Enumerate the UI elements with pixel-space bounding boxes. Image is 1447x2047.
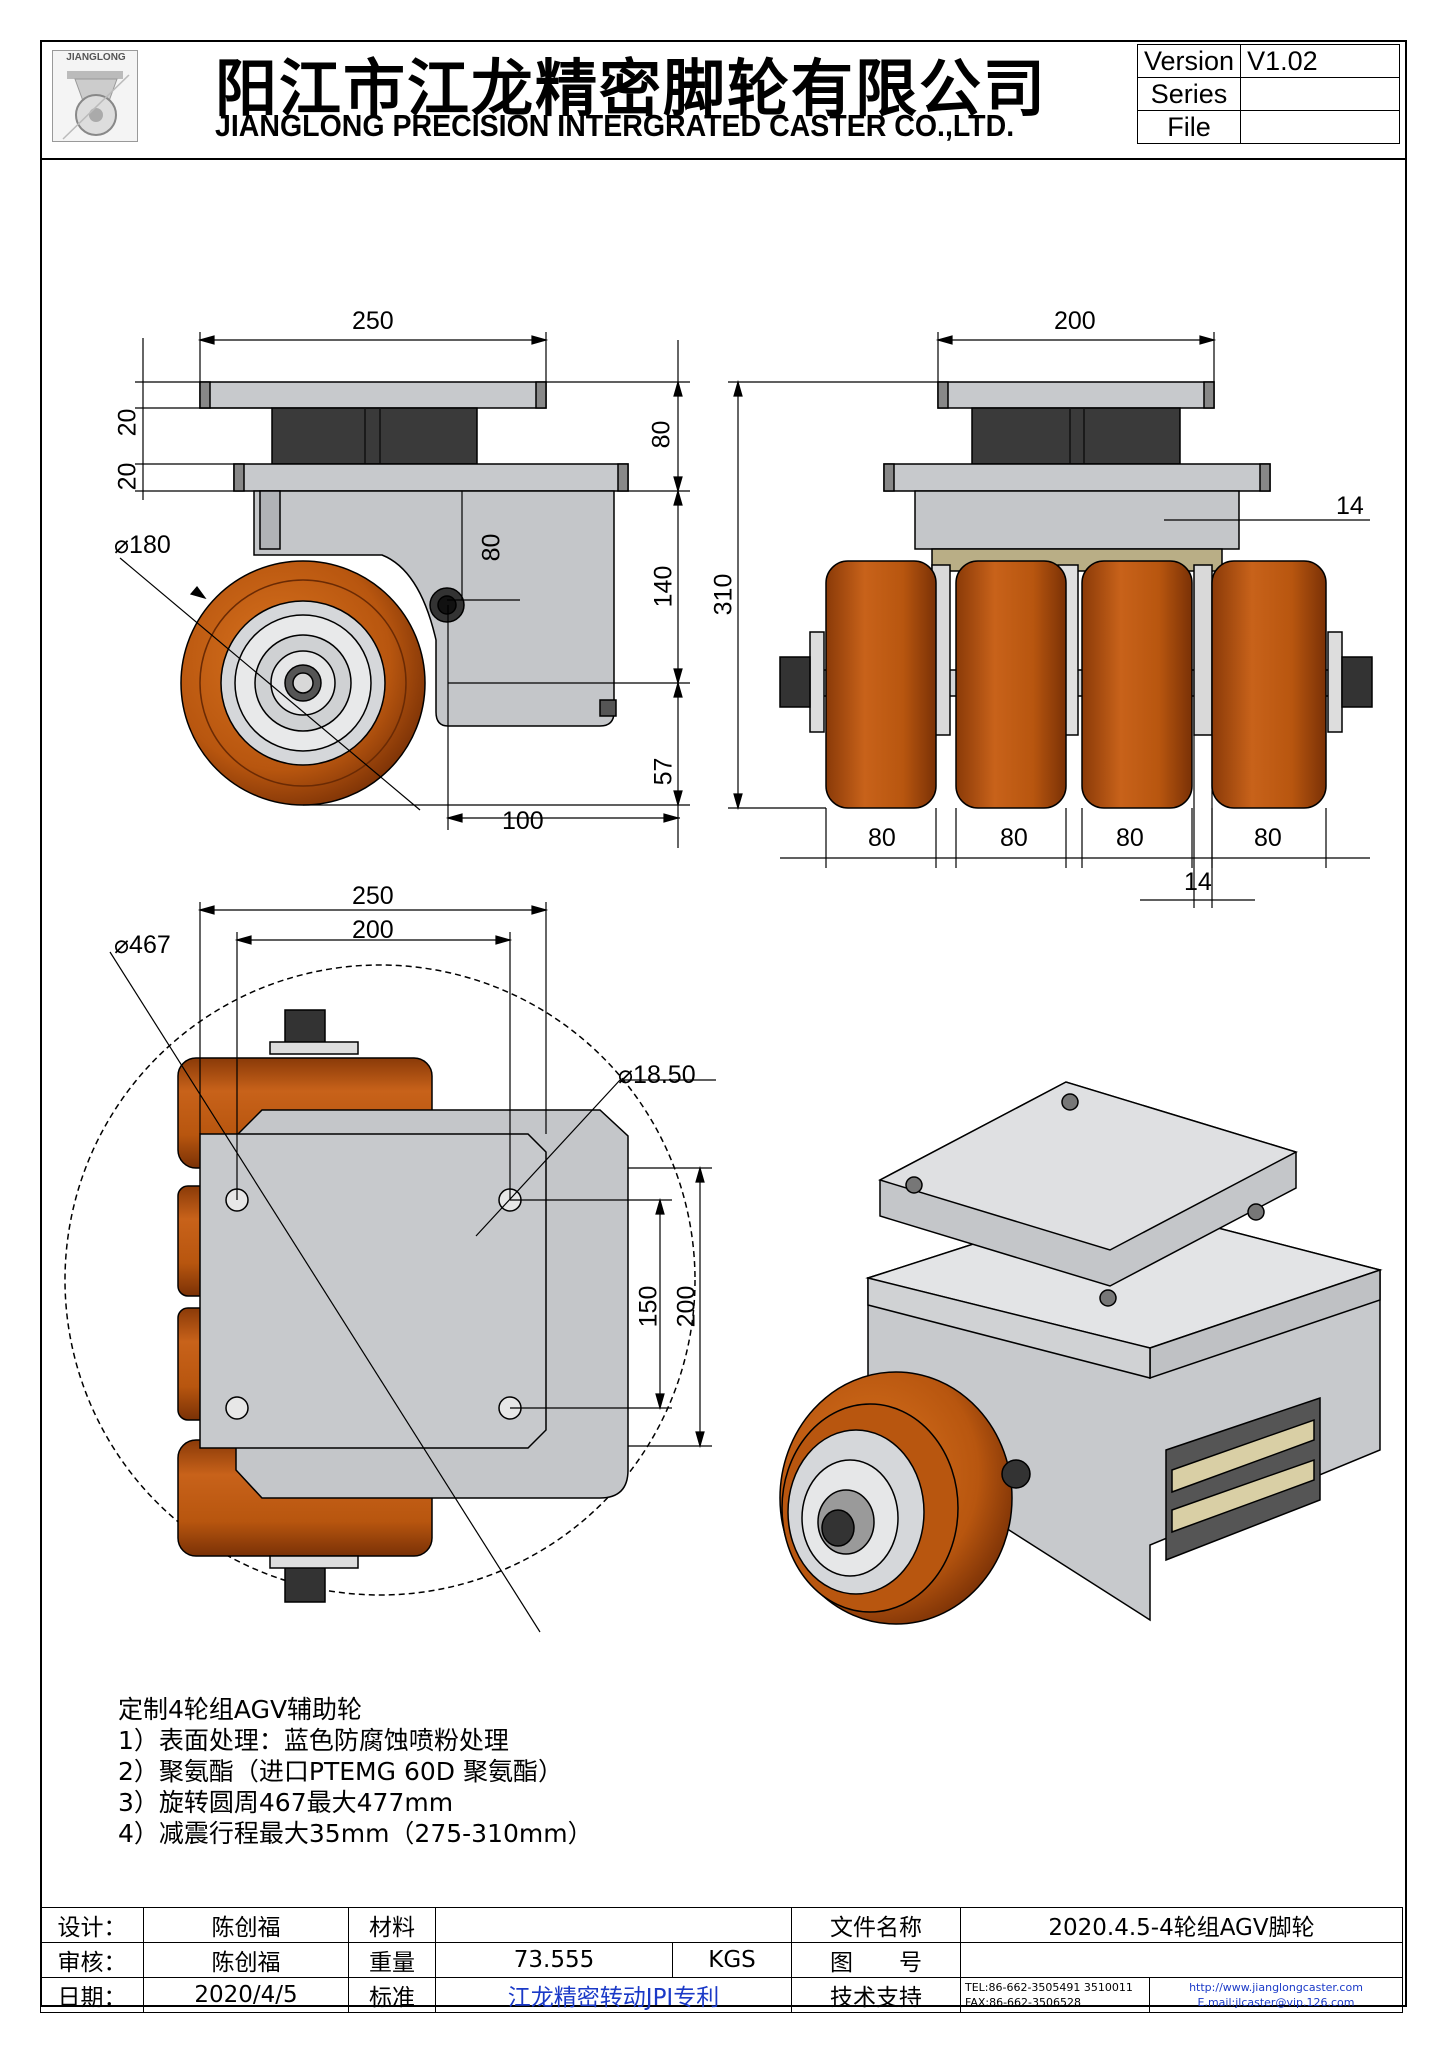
- series-label: Series: [1136, 77, 1242, 111]
- dim-top-w200: 200: [352, 916, 394, 944]
- file-label: File: [1136, 110, 1242, 144]
- drawing-no-value: [960, 1942, 1403, 1978]
- weight-unit: KGS: [672, 1942, 792, 1978]
- note-title: 定制4轮组AGV辅助轮: [118, 1695, 363, 1724]
- standard-value: 江龙精密转动JPI专利: [435, 1977, 792, 2013]
- company-name-en: JIANGLONG PRECISION INTERGRATED CASTER C…: [215, 108, 1015, 143]
- dim-side-h140: 140: [649, 565, 678, 608]
- website-link[interactable]: http://www.jianglongcaster.com: [1189, 1981, 1363, 1994]
- drawing-no-label: 图 号: [791, 1942, 961, 1978]
- dim-side-h80: 80: [647, 420, 676, 449]
- dim-front-w80-1: 80: [868, 824, 896, 852]
- dim-side-h57: 57: [649, 757, 678, 786]
- dim-top-w250: 250: [352, 882, 394, 910]
- dim-top-h150: 150: [634, 1285, 663, 1328]
- dim-front-width: 200: [1054, 307, 1096, 335]
- header-divider: [40, 158, 1407, 160]
- isometric-view: [779, 1081, 1383, 1625]
- side-view: [180, 381, 629, 806]
- dim-side-top20a: 20: [113, 408, 142, 437]
- dim-side-top20b: 20: [113, 462, 142, 491]
- dim-front-gap14-bottom: 14: [1184, 868, 1212, 896]
- weight-label: 重量: [348, 1942, 436, 1978]
- dim-top-dia467: ⌀467: [114, 931, 171, 959]
- series-value: [1240, 77, 1401, 111]
- email-link[interactable]: E.mail:jlcaster@vip.126.com: [1197, 1996, 1355, 2009]
- side-view-dimensions: [119, 332, 690, 848]
- date-value: 2020/4/5: [143, 1977, 349, 2013]
- note-item: 1）表面处理：蓝色防腐蚀喷粉处理: [118, 1726, 509, 1755]
- dim-side-diameter: ⌀180: [114, 531, 171, 559]
- contact-web-cell: http://www.jianglongcaster.com E.mail:jl…: [1149, 1977, 1403, 2013]
- note-item: 3）旋转圆周467最大477mm: [118, 1788, 454, 1817]
- notes-block: 定制4轮组AGV辅助轮 1）表面处理：蓝色防腐蚀喷粉处理 2）聚氨酯（进口PTE…: [118, 1694, 593, 1849]
- contact-phone-cell: TEL:86-662-3505491 3510011 FAX:86-662-35…: [960, 1977, 1150, 2013]
- caster-logo-icon: [62, 71, 130, 140]
- dim-front-w80-3: 80: [1116, 824, 1144, 852]
- dim-front-w80-2: 80: [1000, 824, 1028, 852]
- dim-front-h310: 310: [709, 573, 738, 616]
- top-view: [64, 964, 696, 1603]
- fax-text: FAX:86-662-3506528: [965, 1996, 1082, 2009]
- dim-front-w80-4: 80: [1254, 824, 1282, 852]
- file-value: [1240, 110, 1401, 144]
- dim-top-hole: ⌀18.50: [618, 1061, 696, 1089]
- file-name-value: 2020.4.5-4轮组AGV脚轮: [960, 1907, 1403, 1943]
- standard-label: 标准: [348, 1977, 436, 2013]
- design-value: 陈创福: [143, 1907, 349, 1943]
- front-view: [779, 381, 1373, 809]
- note-item: 4）减震行程最大35mm（275-310mm）: [118, 1819, 593, 1848]
- dim-side-width: 250: [352, 307, 394, 335]
- tel-text: TEL:86-662-3505491 3510011: [965, 1981, 1133, 1994]
- support-label: 技术支持: [791, 1977, 961, 2013]
- design-label: 设计：: [40, 1907, 144, 1943]
- title-block: 设计： 陈创福 材料 文件名称 2020.4.5-4轮组AGV脚轮 审核： 陈创…: [40, 1907, 1403, 2013]
- dim-front-gap14: 14: [1336, 492, 1364, 520]
- company-logo: JIANGLONG: [52, 50, 138, 142]
- material-label: 材料: [348, 1907, 436, 1943]
- review-label: 审核：: [40, 1942, 144, 1978]
- dim-top-h200: 200: [672, 1285, 701, 1328]
- dim-side-h80-inner: 80: [477, 533, 506, 562]
- front-view-dimensions: [728, 332, 1370, 908]
- date-label: 日期：: [40, 1977, 144, 2013]
- version-value: V1.02: [1240, 44, 1401, 78]
- material-value: [435, 1907, 792, 1943]
- dim-side-w100: 100: [502, 807, 544, 835]
- review-value: 陈创福: [143, 1942, 349, 1978]
- logo-text: JIANGLONG: [66, 52, 126, 63]
- note-item: 2）聚氨酯（进口PTEMG 60D 聚氨酯）: [118, 1757, 563, 1786]
- weight-value: 73.555: [435, 1942, 673, 1978]
- top-view-dimensions: [109, 902, 716, 1633]
- file-name-label: 文件名称: [791, 1907, 961, 1943]
- company-name-cn: 阳江市江龙精密脚轮有限公司: [215, 52, 1048, 125]
